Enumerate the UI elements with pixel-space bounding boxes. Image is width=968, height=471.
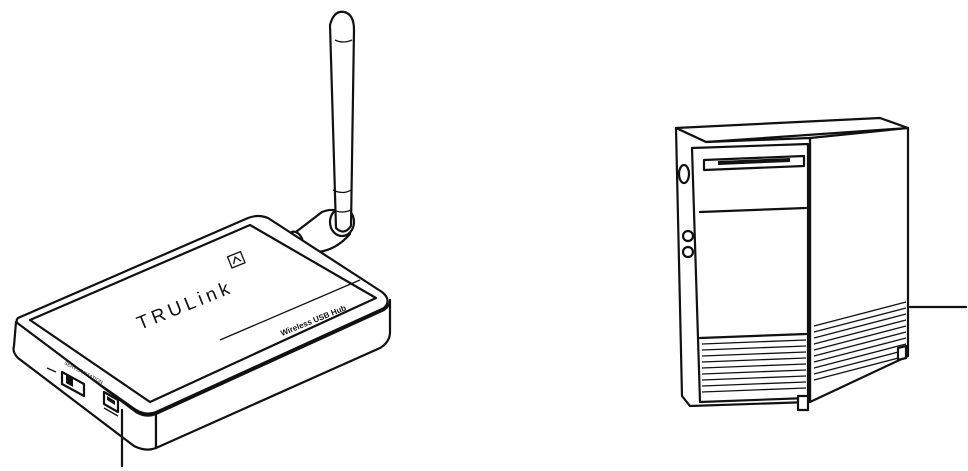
computer-foot xyxy=(796,394,810,412)
wireless-usb-hub: TRULink Wireless USB Hub SERVER/STATION xyxy=(12,10,392,468)
brand-icon xyxy=(226,250,246,269)
side-vents xyxy=(813,301,907,381)
drive-bay[interactable] xyxy=(702,154,806,172)
mode-switch[interactable] xyxy=(46,367,86,398)
usb-port[interactable] xyxy=(102,390,120,417)
antenna xyxy=(288,10,356,254)
front-vents xyxy=(701,339,807,393)
front-jacks[interactable] xyxy=(681,229,695,259)
computer-side-panel xyxy=(808,126,910,404)
hub-side-panel xyxy=(154,298,392,450)
computer-front-panel xyxy=(674,126,812,408)
tower-computer xyxy=(674,116,968,412)
computer-foot xyxy=(896,344,908,362)
power-button[interactable] xyxy=(677,163,691,185)
